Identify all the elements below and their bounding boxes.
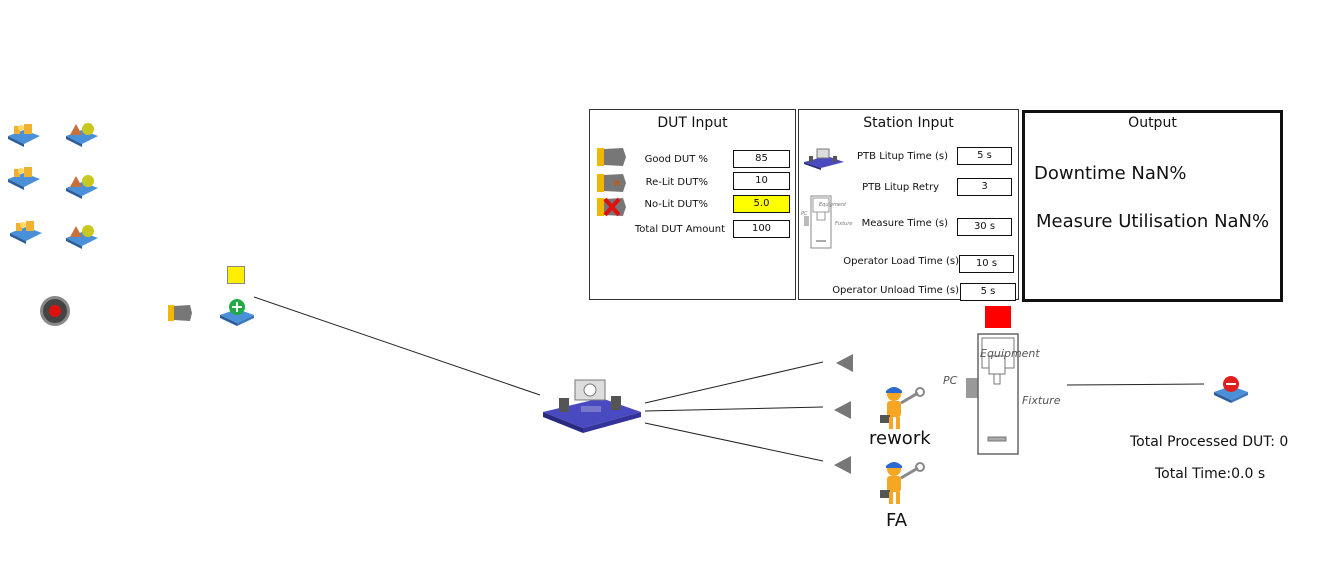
source-plus-icon[interactable] bbox=[218, 297, 256, 327]
dut-input-title: DUT Input bbox=[657, 115, 728, 131]
equipment-label: Equipment bbox=[980, 347, 1040, 360]
ptb-litup-time-field[interactable]: 5 s bbox=[957, 147, 1012, 165]
station-input-title: Station Input bbox=[863, 115, 954, 131]
nolit-dut-field[interactable]: 5.0 bbox=[733, 195, 790, 213]
good-dut-field[interactable]: 85 bbox=[733, 150, 790, 168]
nolit-dut-icon bbox=[597, 197, 627, 217]
relit-dut-field[interactable]: 10 bbox=[733, 172, 790, 190]
total-dut-field[interactable]: 100 bbox=[733, 220, 790, 238]
operator-unload-time-label: Operator Unload Time (s) bbox=[832, 285, 959, 296]
queue-arrow-icon bbox=[834, 401, 852, 419]
measure-utilisation-value: Measure Utilisation NaN% bbox=[1036, 211, 1270, 232]
station-status-indicator bbox=[985, 306, 1011, 328]
relit-dut-label: Re-Lit DUT% bbox=[645, 177, 708, 188]
total-dut-label: Total DUT Amount bbox=[634, 224, 725, 235]
total-processed-text: Total Processed DUT: 0 bbox=[1130, 434, 1289, 450]
queue-arrow-icon bbox=[834, 456, 852, 474]
relit-dut-icon bbox=[597, 174, 627, 192]
agv-icon[interactable] bbox=[6, 163, 42, 191]
mini-pc-label: PC bbox=[801, 211, 808, 217]
fa-label: FA bbox=[886, 510, 908, 531]
shape-node-icon[interactable] bbox=[64, 222, 100, 250]
total-time-text: Total Time:0.0 s bbox=[1155, 466, 1266, 482]
shape-node-icon[interactable] bbox=[64, 172, 100, 200]
fa-worker-icon[interactable] bbox=[874, 460, 926, 506]
sink-minus-icon[interactable] bbox=[1212, 374, 1250, 404]
good-dut-icon bbox=[597, 148, 627, 166]
pc-label: PC bbox=[943, 374, 958, 387]
agv-icon[interactable] bbox=[6, 120, 42, 148]
mini-equipment-label: Equipment bbox=[819, 202, 847, 208]
dut-input-panel: DUT Input Good DUT % 85 Re-Lit DUT% 10 N… bbox=[589, 109, 796, 300]
fixture-label: Fixture bbox=[1022, 394, 1061, 407]
source-indicator bbox=[227, 266, 245, 284]
rework-worker-icon[interactable] bbox=[874, 385, 926, 431]
agv-icon[interactable] bbox=[8, 217, 44, 245]
measure-station[interactable] bbox=[966, 332, 1022, 456]
downtime-value: Downtime NaN% bbox=[1034, 163, 1187, 184]
stop-button-icon[interactable] bbox=[39, 295, 71, 327]
mini-station-icon bbox=[803, 194, 849, 250]
queue-arrow-icon bbox=[836, 354, 854, 372]
output-panel: Output Downtime NaN% Measure Utilisation… bbox=[1022, 110, 1283, 302]
mini-fixture-label: Fixture bbox=[835, 221, 853, 227]
shape-node-icon[interactable] bbox=[64, 120, 100, 148]
station-input-panel: Station Input Equipment PC Fixture PTB L… bbox=[798, 109, 1019, 301]
measure-time-label: Measure Time (s) bbox=[861, 218, 948, 229]
good-dut-label: Good DUT % bbox=[644, 154, 708, 165]
operator-load-time-label: Operator Load Time (s) bbox=[843, 256, 959, 267]
operator-unload-time-field[interactable]: 5 s bbox=[960, 283, 1016, 301]
output-title: Output bbox=[1128, 115, 1177, 131]
nolit-dut-label: No-Lit DUT% bbox=[644, 199, 708, 210]
dut-token-icon bbox=[168, 304, 194, 322]
rework-label: rework bbox=[869, 428, 931, 449]
ptb-litup-time-label: PTB Litup Time (s) bbox=[857, 151, 948, 162]
test-board-icon[interactable] bbox=[541, 376, 643, 434]
measure-time-field[interactable]: 30 s bbox=[957, 218, 1012, 236]
ptb-litup-retry-label: PTB Litup Retry bbox=[862, 182, 939, 193]
mini-board-icon bbox=[803, 148, 845, 170]
ptb-litup-retry-field[interactable]: 3 bbox=[957, 178, 1012, 196]
operator-load-time-field[interactable]: 10 s bbox=[959, 255, 1014, 273]
